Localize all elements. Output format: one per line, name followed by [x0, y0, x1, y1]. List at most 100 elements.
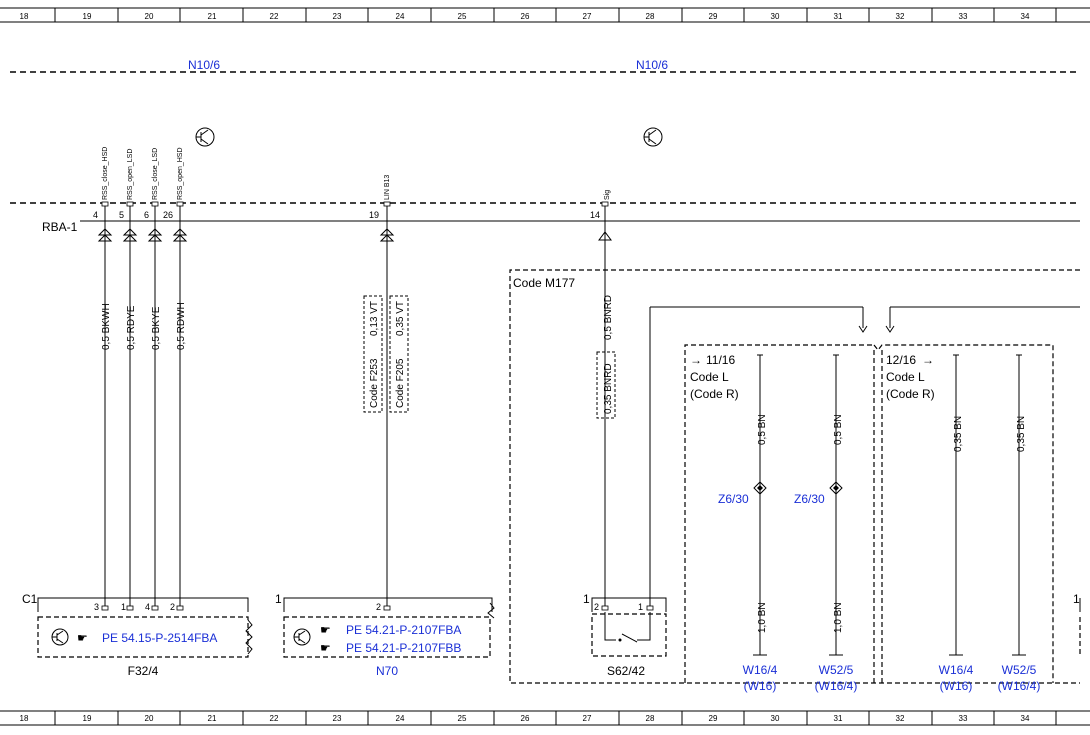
grid-col: 33	[959, 12, 968, 21]
ground-link[interactable]: (W16)	[744, 679, 777, 693]
signal-label: LIN B13	[384, 175, 391, 200]
top-grid-ruler: 18 19 20 21 22 23 24 25 26 27 28 29 30 3…	[0, 7, 1090, 23]
wire-label: 0,5 RDWH	[176, 302, 187, 350]
grid-col: 22	[270, 12, 279, 21]
n10-6-link-right[interactable]: N10/6	[636, 58, 668, 72]
pin-number: 5	[119, 210, 124, 220]
code-label: (Code R)	[690, 387, 739, 401]
grid-col: 24	[396, 714, 405, 723]
signal-label: RSS_open_LSD	[127, 149, 134, 200]
code-label: Code F253	[369, 358, 380, 408]
grid-col: 25	[458, 714, 467, 723]
wire-label: 0,13 VT	[369, 301, 380, 336]
pin-number: 4	[145, 602, 150, 612]
svg-text:Z6/30: Z6/30	[794, 492, 825, 506]
grid-col: 18	[20, 12, 29, 21]
wire-label: 0,5 BNRD	[603, 295, 614, 340]
splice-link[interactable]: Z6/30	[718, 492, 749, 506]
wire-label: 0,5 BKWH	[101, 303, 112, 350]
grid-col: 29	[709, 714, 718, 723]
pin-number: 1	[1073, 592, 1080, 606]
pin-number: 2	[594, 602, 599, 612]
wire-label: 0,5 BKYE	[151, 306, 162, 350]
pin-number: 19	[369, 210, 379, 220]
grid-col: 24	[396, 12, 405, 21]
svg-text:N10/6: N10/6	[636, 58, 668, 72]
wire-label: 0,35 BN	[953, 416, 964, 452]
pin-number: 2	[170, 602, 175, 612]
grid-col: 28	[646, 714, 655, 723]
grid-col: 25	[458, 12, 467, 21]
ground-link[interactable]: (W16/4)	[815, 679, 858, 693]
grid-col: 20	[145, 12, 154, 21]
wires-f32: 0,5 BKWH 0,5 RDYE 0,5 BKYE 0,5 RDWH	[97, 205, 188, 608]
grid-col: 19	[83, 714, 92, 723]
grid-col: 19	[83, 12, 92, 21]
grid-col: 28	[646, 12, 655, 21]
signal-labels: RSS_close_HSD RSS_open_LSD RSS_close_LSD…	[102, 147, 611, 200]
ground-link[interactable]: (W16/4)	[998, 679, 1041, 693]
grid-col: 26	[521, 12, 530, 21]
wire-label: 1,0 BN	[757, 602, 768, 633]
ground-link[interactable]: W52/5	[1002, 663, 1037, 677]
pin-number: 26	[163, 210, 173, 220]
ground-link[interactable]: W52/5	[819, 663, 854, 677]
grid-col: 18	[20, 714, 29, 723]
n10-6-link-left[interactable]: N10/6	[188, 58, 220, 72]
svg-text:(W16): (W16)	[744, 679, 777, 693]
bottom-grid-ruler: 18 19 20 21 22 23 24 25 26 27 28 29 30 3…	[0, 710, 1090, 726]
signal-label: RSS_close_HSD	[102, 147, 109, 200]
pointing-hand-icon: ☛	[320, 623, 331, 637]
svg-text:W16/4: W16/4	[939, 663, 974, 677]
wire-label: 1,0 BN	[833, 602, 844, 633]
component-label: F32/4	[128, 664, 159, 678]
ref-link-f32[interactable]: PE 54.15-P-2514FBA	[102, 631, 217, 645]
svg-text:PE 54.21-P-2107FBA: PE 54.21-P-2107FBA	[346, 623, 461, 637]
grid-col: 21	[208, 714, 217, 723]
grid-col: 29	[709, 12, 718, 21]
ref-link-n70a[interactable]: PE 54.21-P-2107FBA	[346, 623, 461, 637]
wire-s62: 0,5 BNRD 0,35 BNRD	[596, 205, 1080, 608]
ground-link[interactable]: W16/4	[743, 663, 778, 677]
svg-text:PE 54.15-P-2514FBA: PE 54.15-P-2514FBA	[102, 631, 217, 645]
cross-ref: →	[922, 353, 934, 367]
grid-col: 23	[333, 12, 342, 21]
signal-label: Sig	[604, 190, 611, 200]
grid-col: 31	[834, 12, 843, 21]
pin-number: 14	[590, 210, 600, 220]
component-link-n70[interactable]: N70	[376, 664, 398, 678]
svg-text:(W16): (W16)	[940, 679, 973, 693]
pin-number: 1	[121, 602, 126, 612]
wire-label: 0,5 BN	[833, 414, 844, 445]
pin-number: 4	[93, 210, 98, 220]
grid-col: 23	[333, 714, 342, 723]
pin-number: 2	[376, 602, 381, 612]
wire-label: 0,35 BNRD	[603, 363, 614, 414]
grid-col: 30	[771, 12, 780, 21]
grid-col: 34	[1021, 12, 1030, 21]
grid-col: 31	[834, 714, 843, 723]
splice-icon	[753, 481, 767, 495]
svg-text:W52/5: W52/5	[1002, 663, 1037, 677]
top-pins: 4 5 6 26 19 14	[93, 210, 600, 220]
svg-text:W52/5: W52/5	[819, 663, 854, 677]
wire-label: 0,5 BN	[757, 414, 768, 445]
pin-number: 1	[275, 592, 282, 606]
transistor-icon	[643, 127, 663, 147]
pointing-hand-icon: ☛	[320, 641, 331, 655]
grid-col: 34	[1021, 714, 1030, 723]
pin-ticks	[101, 201, 654, 611]
ref-link-n70b[interactable]: PE 54.21-P-2107FBB	[346, 641, 461, 655]
ground-link[interactable]: W16/4	[939, 663, 974, 677]
ground-link[interactable]: (W16)	[940, 679, 973, 693]
splice-icon	[829, 481, 843, 495]
transistor-icon	[51, 628, 69, 646]
grid-col: 21	[208, 12, 217, 21]
pin-number: 1	[583, 592, 590, 606]
grid-col: 26	[521, 714, 530, 723]
splice-link[interactable]: Z6/30	[794, 492, 825, 506]
cross-ref: 12/16	[886, 353, 916, 367]
grid-col: 20	[145, 714, 154, 723]
grid-col: 27	[583, 714, 592, 723]
